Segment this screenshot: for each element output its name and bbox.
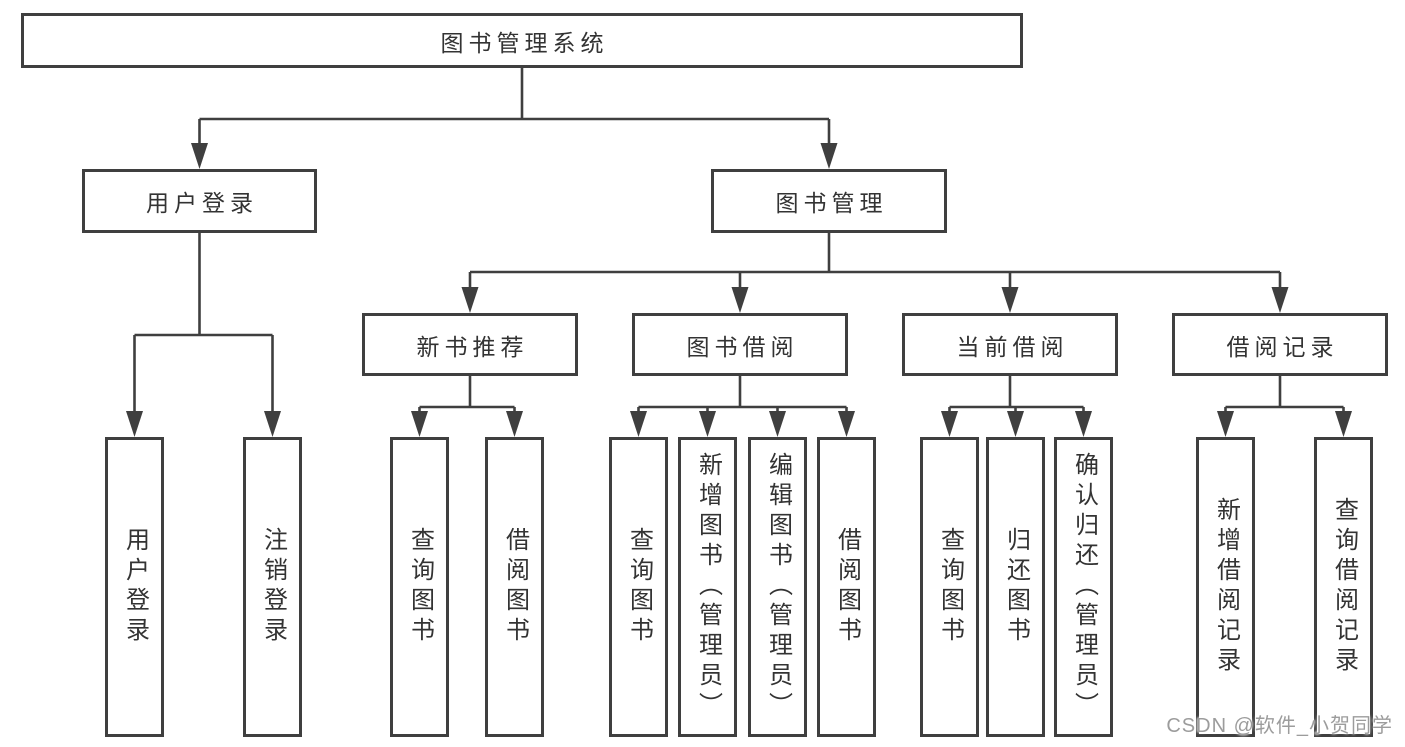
connector-user-login-to-leaves bbox=[126, 233, 281, 437]
node-label: 查询借阅记录 bbox=[1330, 497, 1358, 677]
leaf-query-books-current: 查询图书 bbox=[920, 437, 979, 737]
leaf-add-borrow-record: 新增借阅记录 bbox=[1196, 437, 1255, 737]
leaf-user-login: 用户登录 bbox=[105, 437, 164, 737]
node-label: 新增图书（管理员） bbox=[694, 452, 722, 722]
node-label: 用户登录 bbox=[121, 527, 149, 647]
node-book-management: 图书管理 bbox=[711, 169, 947, 233]
node-label: 图书管理系统 bbox=[440, 29, 609, 56]
node-label: 用户登录 bbox=[146, 190, 258, 216]
node-label: 新书推荐 bbox=[416, 333, 529, 360]
connector-book-management-to-level3 bbox=[461, 233, 1289, 313]
connector-root-to-level2 bbox=[191, 68, 838, 169]
leaf-confirm-return-admin: 确认归还（管理员） bbox=[1054, 437, 1113, 737]
leaf-query-borrow-record: 查询借阅记录 bbox=[1314, 437, 1373, 737]
node-label: 当前借阅 bbox=[956, 333, 1069, 360]
connector-new-book-recommend-to-leaves bbox=[411, 376, 523, 437]
node-label: 编辑图书（管理员） bbox=[764, 452, 792, 722]
node-label: 查询图书 bbox=[936, 527, 964, 647]
node-borrowing-records: 借阅记录 bbox=[1172, 313, 1388, 376]
connector-borrowing-records-to-leaves bbox=[1217, 376, 1352, 437]
leaf-return-books: 归还图书 bbox=[986, 437, 1045, 737]
node-label: 查询图书 bbox=[625, 527, 653, 647]
node-label: 图书管理 bbox=[775, 190, 888, 216]
node-label: 借阅记录 bbox=[1226, 333, 1339, 360]
csdn-watermark: CSDN @软件_小贺同学 bbox=[1166, 715, 1393, 737]
node-new-book-recommend: 新书推荐 bbox=[362, 313, 578, 376]
node-current-borrowing: 当前借阅 bbox=[902, 313, 1118, 376]
leaf-query-books-borrowing: 查询图书 bbox=[609, 437, 668, 737]
node-label: 查询图书 bbox=[406, 527, 434, 647]
node-label: 确认归还（管理员） bbox=[1070, 452, 1098, 722]
connector-current-borrowing-to-leaves bbox=[941, 376, 1092, 437]
leaf-borrow-books-recommend: 借阅图书 bbox=[485, 437, 544, 737]
node-label: 注销登录 bbox=[259, 527, 287, 647]
connector-book-borrowing-to-leaves bbox=[630, 376, 855, 437]
node-label: 借阅图书 bbox=[501, 527, 529, 647]
node-label: 归还图书 bbox=[1002, 527, 1030, 647]
leaf-borrow-books: 借阅图书 bbox=[817, 437, 876, 737]
node-library-management-system: 图书管理系统 bbox=[21, 13, 1023, 68]
leaf-edit-books-admin: 编辑图书（管理员） bbox=[748, 437, 807, 737]
node-user-login: 用户登录 bbox=[82, 169, 317, 233]
leaf-query-books-recommend: 查询图书 bbox=[390, 437, 449, 737]
node-book-borrowing: 图书借阅 bbox=[632, 313, 848, 376]
node-label: 借阅图书 bbox=[833, 527, 861, 647]
node-label: 新增借阅记录 bbox=[1212, 497, 1240, 677]
leaf-logout: 注销登录 bbox=[243, 437, 302, 737]
node-label: 图书借阅 bbox=[686, 333, 799, 360]
leaf-add-books-admin: 新增图书（管理员） bbox=[678, 437, 737, 737]
